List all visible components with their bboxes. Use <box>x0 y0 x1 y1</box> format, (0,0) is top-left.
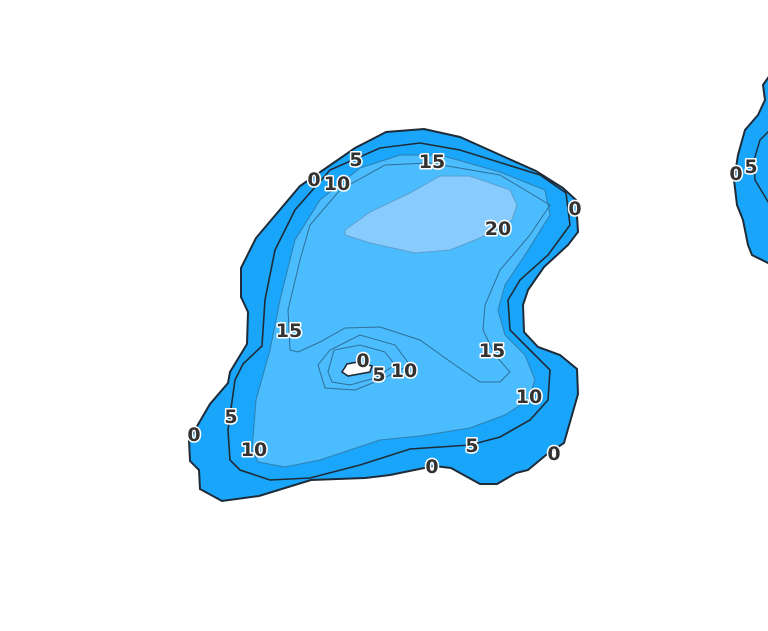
east-contour-5 <box>753 131 768 204</box>
contour-label: 15 <box>479 340 505 362</box>
contour-label: 10 <box>324 173 350 195</box>
contour-label: 5 <box>372 364 385 386</box>
contour-label: 15 <box>276 320 302 342</box>
contour-label: 5 <box>465 435 478 457</box>
island <box>340 361 374 377</box>
island-contour-10 <box>317 334 411 391</box>
contour-label: 10 <box>391 360 417 382</box>
contour-20 <box>344 175 518 254</box>
island-contour-5 <box>327 344 396 386</box>
contour-label: 0 <box>425 456 438 478</box>
contour-label: 0 <box>568 198 581 220</box>
contour-label: 10 <box>516 386 542 408</box>
contour-label: 0 <box>547 443 560 465</box>
contour-label: 10 <box>241 439 267 461</box>
contour-label: 0 <box>187 424 200 446</box>
contour-label: 0 <box>729 163 742 185</box>
main-lake <box>187 127 580 503</box>
contour-label: 5 <box>349 149 362 171</box>
contour-label: 0 <box>356 350 369 372</box>
contour-label: 5 <box>224 406 237 428</box>
contour-label: 20 <box>485 218 511 240</box>
east-shoreline-contour-0 <box>732 76 768 265</box>
east-lake <box>732 76 768 265</box>
contour-label: 15 <box>419 151 445 173</box>
contour-15 <box>287 162 551 383</box>
contour-label: 5 <box>744 156 757 178</box>
contour-label: 0 <box>307 169 320 191</box>
